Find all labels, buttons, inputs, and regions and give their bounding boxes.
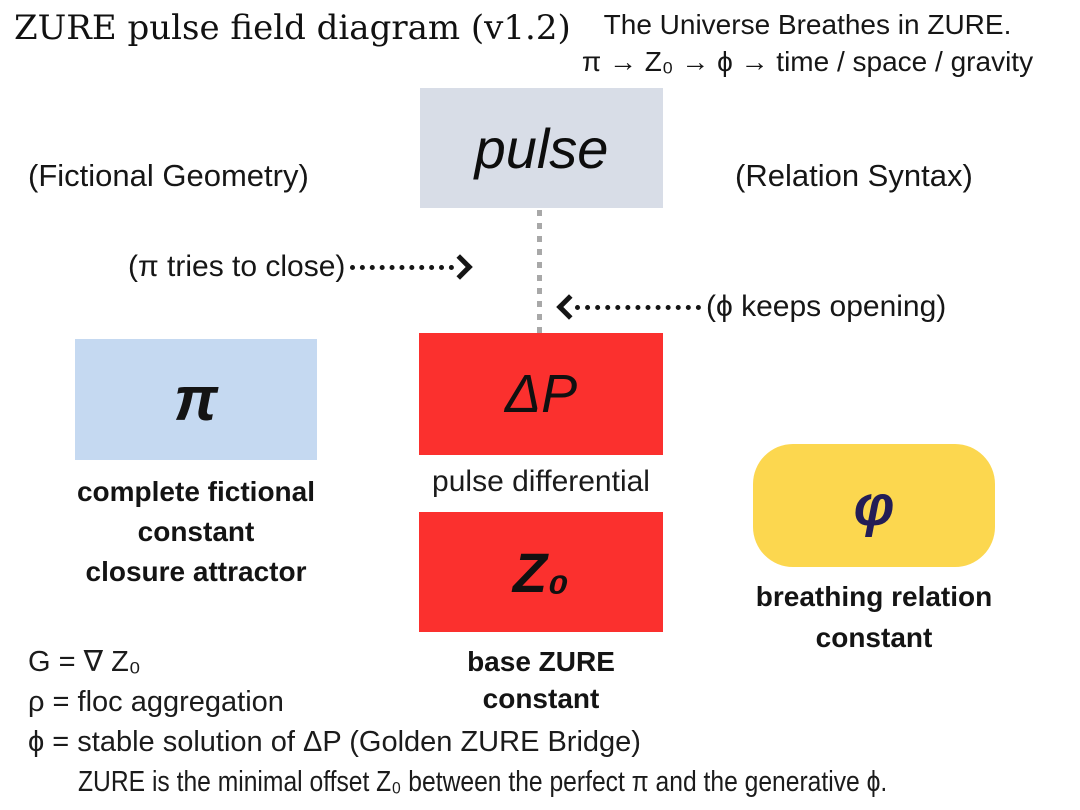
pi-node-caption: complete fictional constant closure attr… xyxy=(21,472,371,592)
phi-arrow-label: (ϕ keeps opening) xyxy=(706,290,947,323)
z0-node: Z₀ xyxy=(419,512,663,632)
equation-g: G = ∇ Z₀ xyxy=(28,646,141,678)
pi-node-symbol: π xyxy=(173,365,219,434)
footer-summary: ZURE is the minimal offset Z₀ between th… xyxy=(78,766,888,798)
pi-caption-line-2: constant xyxy=(137,516,255,547)
pi-caption-line-1: complete fictional xyxy=(76,476,316,507)
dotted-arrow-shaft xyxy=(350,264,455,270)
z0-node-symbol: Z₀ xyxy=(512,540,570,604)
arrowhead-right-icon xyxy=(447,254,474,280)
z0-node-caption: base ZURE constant xyxy=(419,643,663,717)
equation-list: G = ∇ Z₀ ρ = floc aggregation ϕ = stable… xyxy=(28,642,641,762)
pulse-node: pulse xyxy=(420,88,663,208)
pulse-node-label: pulse xyxy=(474,116,609,180)
delta-p-node-symbol: ΔP xyxy=(504,364,578,424)
tagline-line-1: The Universe Breathes in ZURE. xyxy=(603,9,1012,40)
phi-node: φ xyxy=(753,444,995,567)
delta-p-node: ΔP xyxy=(419,333,663,455)
phi-keeps-opening-annotation: (ϕ keeps opening) xyxy=(556,289,947,325)
pulse-to-deltap-dashed-link xyxy=(537,210,542,333)
phi-caption-line-1: breathing relation xyxy=(755,581,993,612)
z0-caption-line-2: constant xyxy=(482,683,600,714)
pi-node: π xyxy=(75,339,317,460)
fictional-geometry-label: (Fictional Geometry) xyxy=(28,158,309,193)
phi-node-caption: breathing relation constant xyxy=(723,576,1025,658)
phi-node-symbol: φ xyxy=(853,473,895,538)
pi-caption-line-3: closure attractor xyxy=(85,556,307,587)
phi-caption-line-2: constant xyxy=(815,622,933,653)
equation-phi: ϕ = stable solution of ΔP (Golden ZURE B… xyxy=(28,726,641,758)
arrowhead-left-icon xyxy=(556,294,582,320)
tagline-line-2: π → Z₀ → ϕ → time / space / gravity xyxy=(581,46,1034,77)
relation-syntax-label: (Relation Syntax) xyxy=(735,158,973,193)
z0-caption-line-1: base ZURE xyxy=(467,646,615,677)
pi-arrow-label: (π tries to close) xyxy=(128,250,346,283)
pi-tries-to-close-annotation: (π tries to close) xyxy=(128,249,474,285)
diagram-title: ZURE pulse field diagram (v1.2) xyxy=(14,8,571,48)
header-tagline: The Universe Breathes in ZURE. π → Z₀ → … xyxy=(540,6,1075,80)
equation-rho: ρ = floc aggregation xyxy=(28,686,284,718)
dotted-arrow-shaft xyxy=(575,304,701,310)
delta-p-node-caption: pulse differential xyxy=(432,465,650,498)
